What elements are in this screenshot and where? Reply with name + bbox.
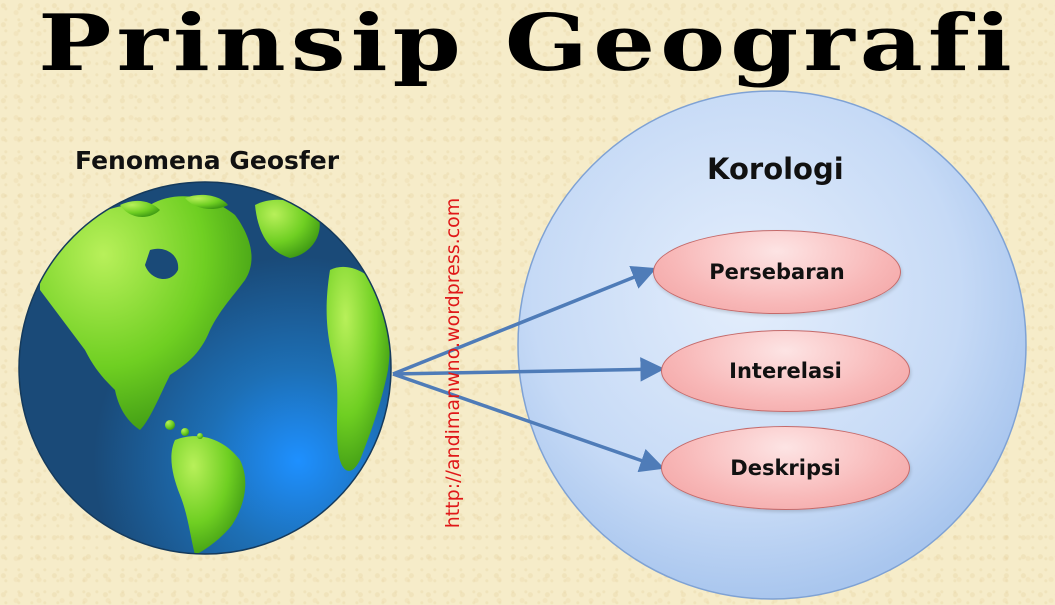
- interelasi-ellipse: Interelasi: [661, 330, 910, 412]
- korologi-label: Korologi: [707, 152, 844, 186]
- arrow-interelasi: [392, 357, 665, 382]
- deskripsi-ellipse: Deskripsi: [661, 426, 910, 510]
- globe-icon: [18, 181, 392, 555]
- arrow-deskripsi: [392, 372, 665, 473]
- page-title: Prinsip Geografi: [38, 0, 1017, 89]
- persebaran-ellipse: Persebaran: [653, 230, 901, 314]
- fenomena-geosfer-label: Fenomena Geosfer: [75, 146, 340, 175]
- watermark-text: http://andimanwno.wordpress.com: [442, 197, 464, 529]
- arrow-persebaran: [392, 265, 657, 376]
